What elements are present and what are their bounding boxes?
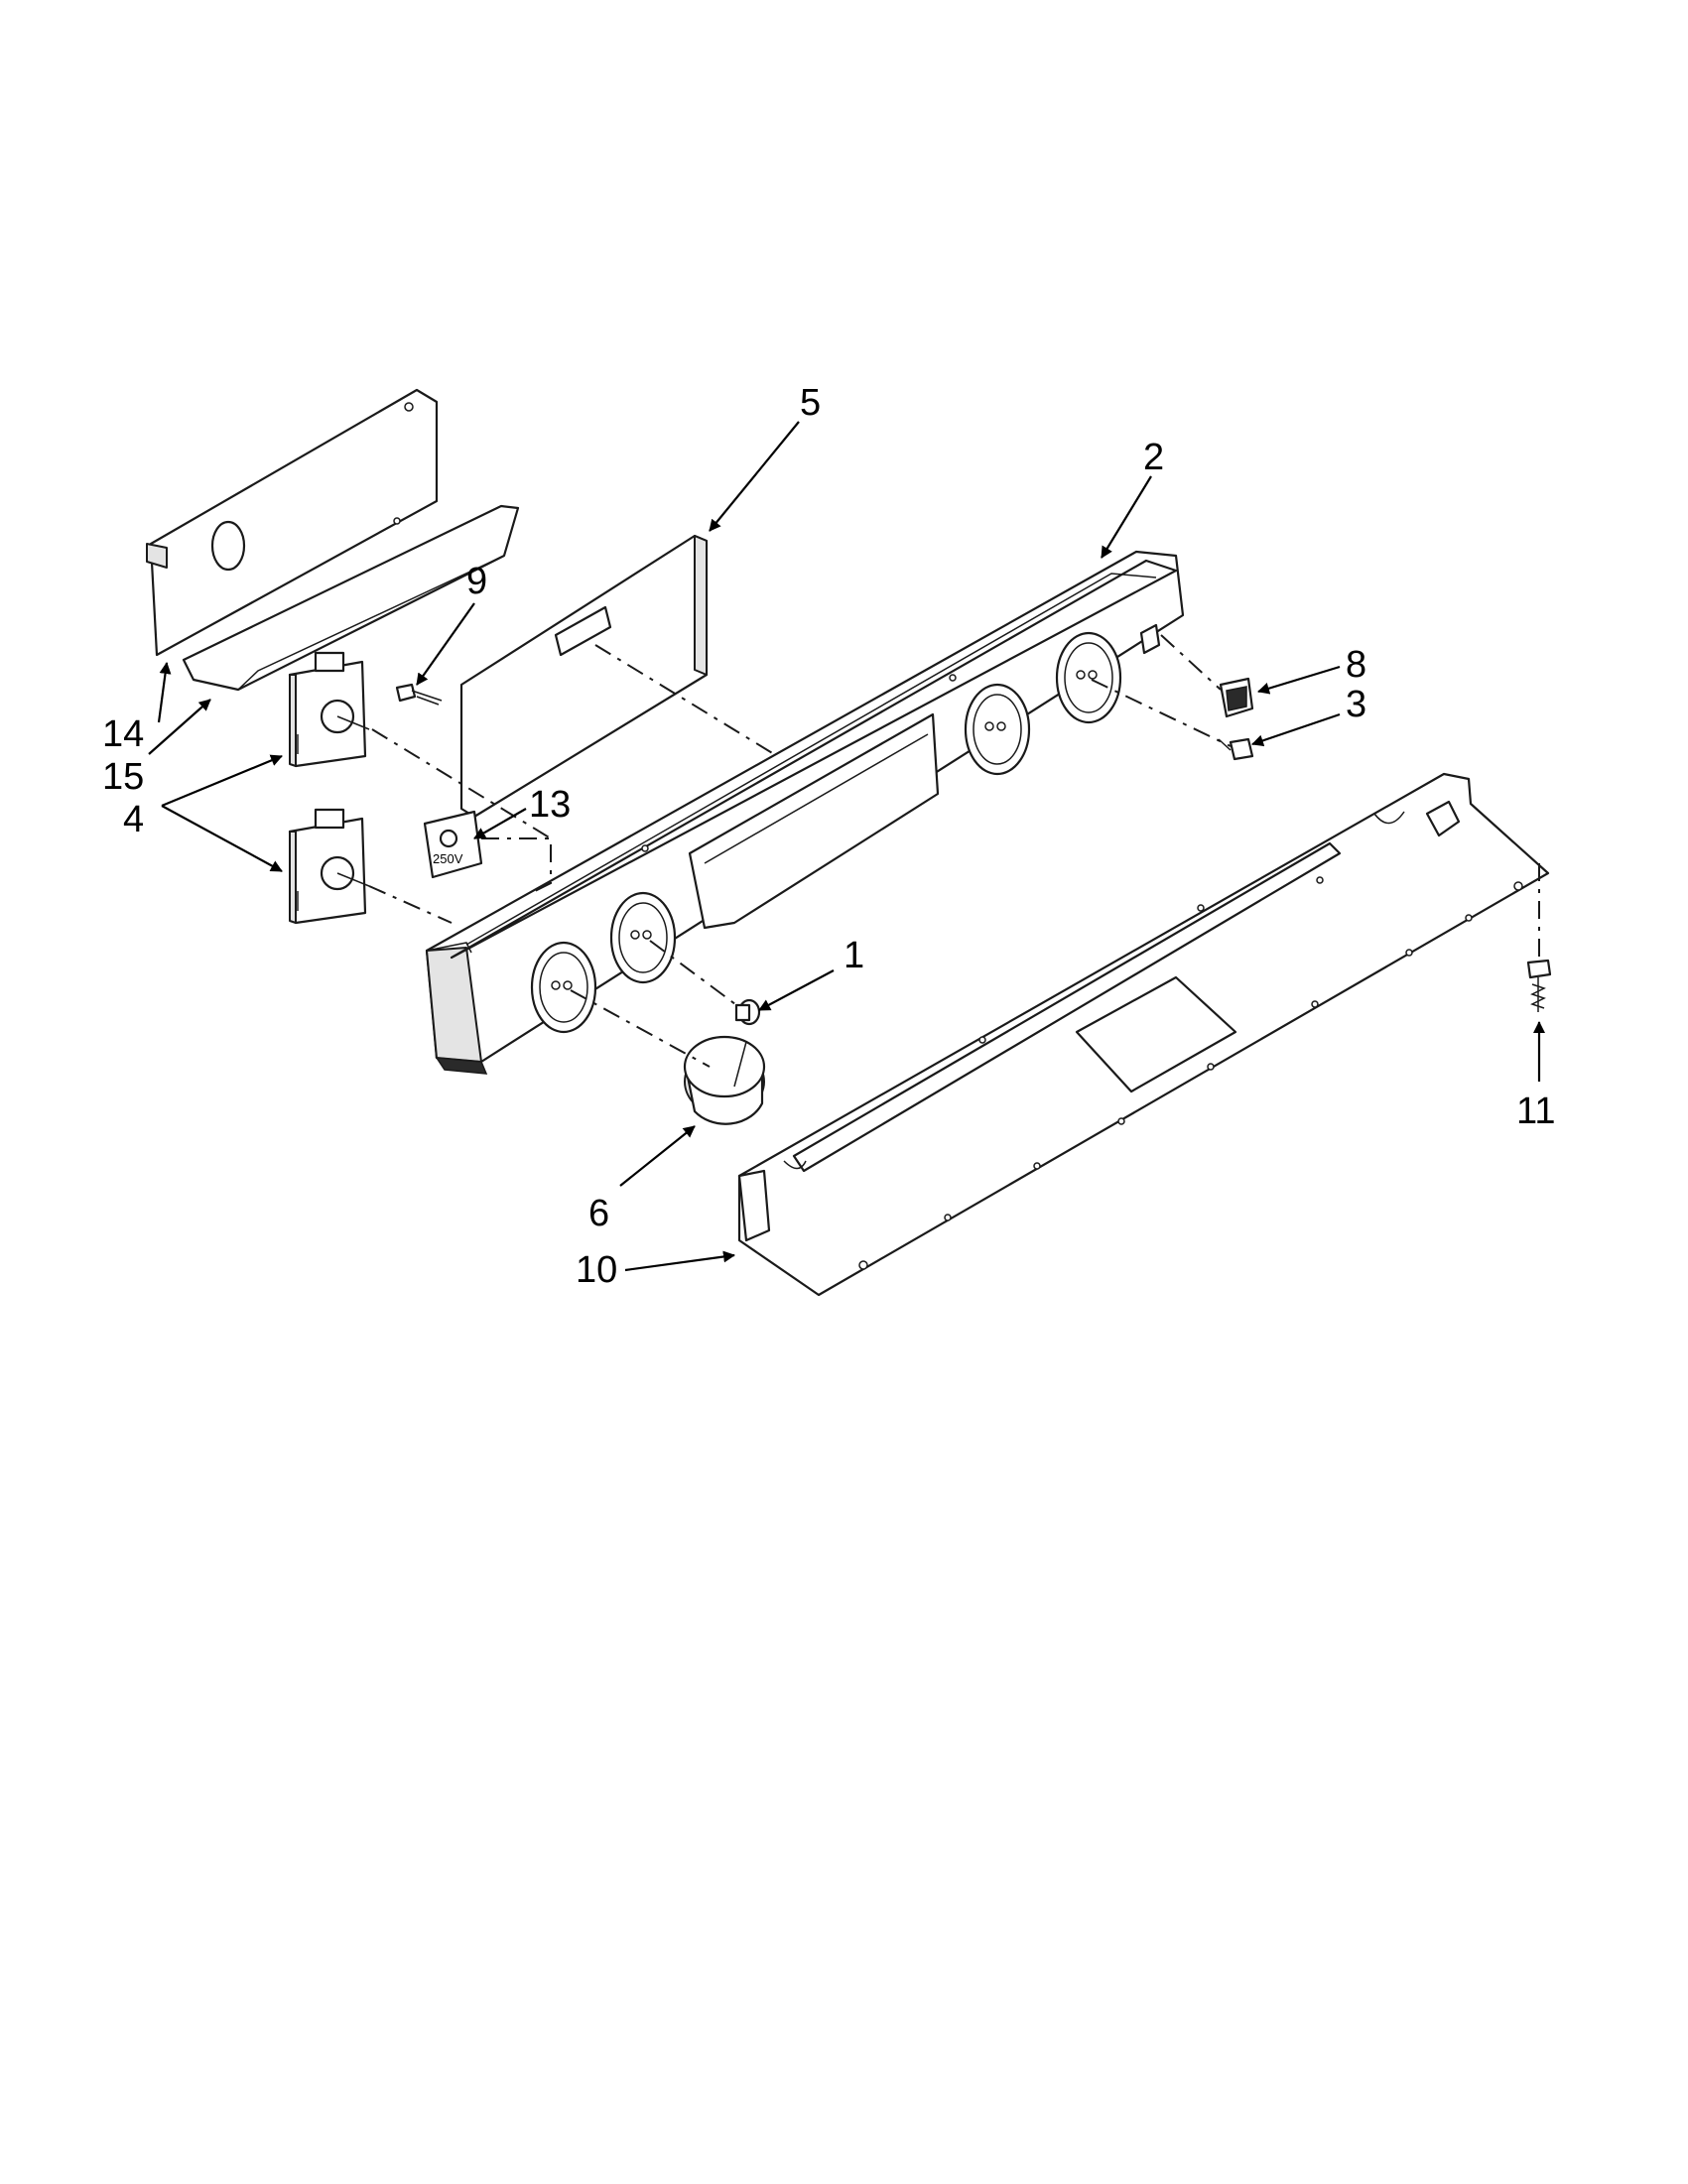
leader-lines — [148, 421, 1545, 1272]
callout-10: 10 — [576, 1249, 617, 1291]
callout-8: 8 — [1346, 644, 1366, 686]
infinite-switch-upper — [288, 651, 370, 768]
screw-part-9 — [395, 683, 443, 706]
indicator-switch: 250V — [423, 810, 483, 879]
insulation-deflector — [182, 504, 520, 692]
screw-part-3 — [1218, 737, 1254, 761]
screw-part-11 — [1526, 959, 1552, 1012]
rocker-switch — [1219, 677, 1254, 718]
callout-4: 4 — [123, 799, 144, 840]
rear-shield-panel — [146, 388, 439, 657]
display-overlay-panel — [459, 534, 709, 819]
callout-2: 2 — [1143, 437, 1164, 478]
callout-11: 11 — [1516, 1091, 1555, 1132]
assembly-dash-lines — [368, 634, 1540, 1068]
infinite-switch-lower — [288, 808, 370, 925]
push-button-part-1 — [734, 998, 761, 1026]
callout-labels: 5 2 9 8 3 13 14 15 4 1 6 10 11 — [102, 382, 1555, 1291]
bottom-channel-bracket — [737, 772, 1550, 1297]
callout-5: 5 — [800, 382, 821, 424]
callout-6: 6 — [588, 1193, 609, 1234]
callout-13: 13 — [529, 784, 571, 826]
callout-15: 15 — [102, 756, 144, 798]
control-panel-console — [425, 550, 1185, 1075]
callout-14: 14 — [102, 713, 144, 755]
callout-9: 9 — [466, 561, 487, 602]
voltage-marking: 250V — [433, 851, 463, 866]
callout-3: 3 — [1346, 684, 1366, 725]
control-knob — [683, 1035, 766, 1125]
callout-1: 1 — [844, 935, 864, 976]
